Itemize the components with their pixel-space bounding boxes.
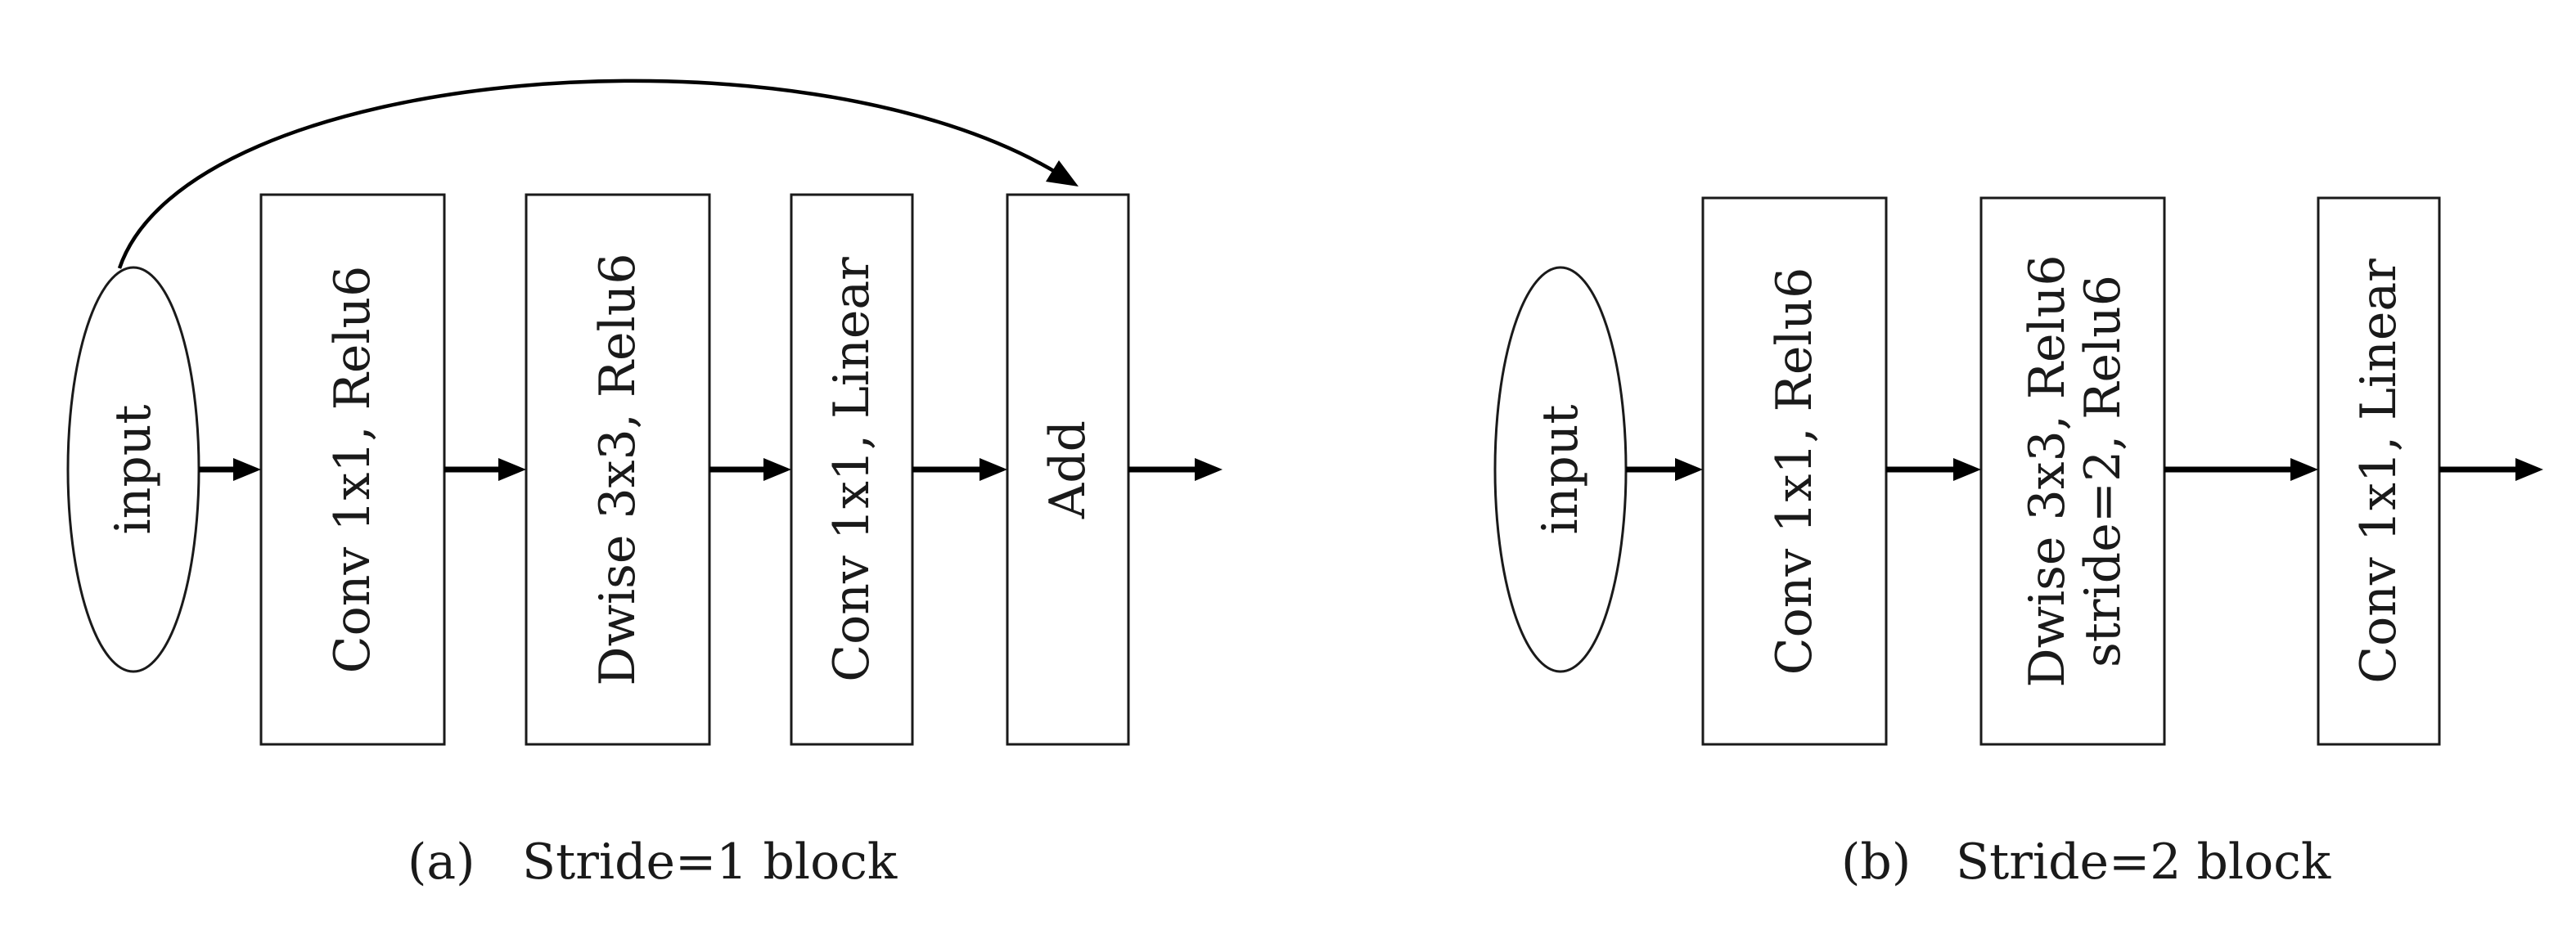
arrowhead-conv-to-dwise [498, 458, 526, 481]
conv1x1-linear-block [790, 193, 914, 746]
conv1x1-relu6-label: Conv 1x1, Relu6 [324, 266, 381, 674]
stride2-relu6-label: stride=2, Relu6 [2074, 275, 2132, 667]
conv1x1-relu6-label: Conv 1x1, Relu6 [1766, 267, 1823, 676]
skip-connection-arrowhead [1046, 160, 1079, 186]
arrowhead-linear-to-add [980, 458, 1007, 481]
dwise3x3-stride2-block [1979, 196, 2166, 746]
skip-connection-arc [117, 79, 1062, 269]
caption-a-text: Stride=1 block [522, 833, 898, 891]
caption-a-tag: (a) [408, 833, 475, 891]
panel-b-stride2-block: input Conv 1x1, Relu6 Dwise 3x3, Relu6 s… [1493, 196, 2543, 891]
dwise3x3-relu6-block [525, 193, 711, 746]
arrowhead-linear-output [2515, 458, 2543, 481]
arrowhead-input-to-conv [1675, 458, 1703, 481]
conv1x1-linear-label: Conv 1x1, Linear [2350, 258, 2407, 684]
caption-b-text: Stride=2 block [1956, 833, 2331, 891]
dwise3x3-relu6-label: Dwise 3x3, Relu6 [2019, 254, 2076, 687]
conv1x1-linear-block [2317, 196, 2441, 746]
arrowhead-conv-to-dwise [1953, 458, 1981, 481]
dwise3x3-relu6-label: Dwise 3x3, Relu6 [589, 253, 646, 685]
input-label: input [105, 405, 162, 535]
arrowhead-dwise-to-linear [2290, 458, 2318, 481]
conv1x1-relu6-block [259, 193, 446, 746]
input-label: input [1532, 405, 1589, 535]
caption-b-tag: (b) [1841, 833, 1911, 891]
arrowhead-input-to-conv [233, 458, 261, 481]
panel-a-stride1-block: input Conv 1x1, Relu6 Dwise 3x3, Relu6 C… [66, 79, 1223, 891]
arrowhead-add-output [1195, 458, 1223, 481]
conv1x1-relu6-block [1701, 196, 1888, 746]
add-label: Add [1039, 420, 1097, 519]
conv1x1-linear-label: Conv 1x1, Linear [823, 257, 880, 682]
arrowhead-dwise-to-linear [763, 458, 791, 481]
